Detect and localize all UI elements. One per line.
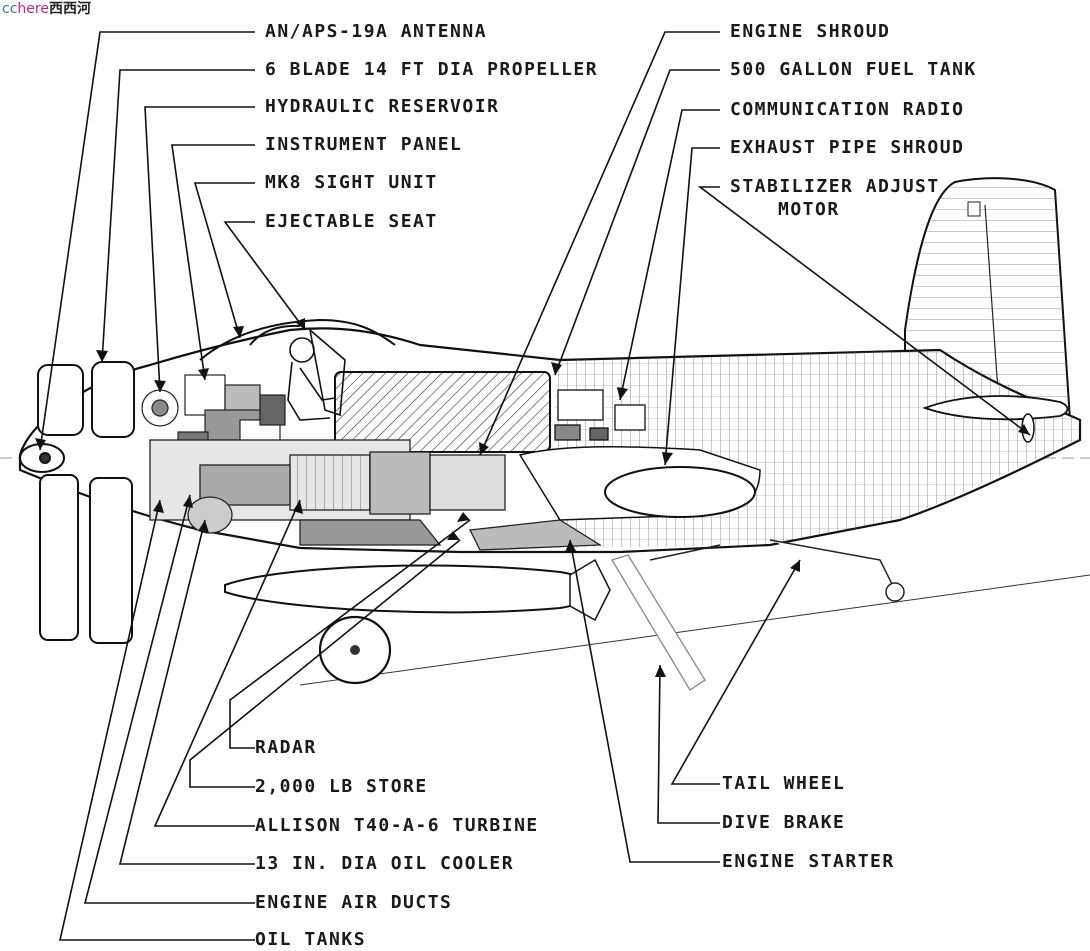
label-store: 2,000 LB STORE bbox=[255, 776, 428, 797]
label-dive-brake: DIVE BRAKE bbox=[722, 812, 846, 833]
label-communication-radio: COMMUNICATION RADIO bbox=[730, 99, 965, 120]
watermark-part2: here bbox=[17, 1, 49, 17]
label-antenna: AN/APS-19A ANTENNA bbox=[265, 21, 488, 42]
cockpit-equipment bbox=[141, 374, 286, 458]
fuel-tank bbox=[334, 371, 551, 453]
propeller bbox=[19, 361, 135, 644]
label-engine-air-ducts: ENGINE AIR DUCTS bbox=[255, 892, 453, 913]
label-stabilizer-motor: MOTOR bbox=[778, 199, 840, 220]
label-engine-starter: ENGINE STARTER bbox=[722, 851, 895, 872]
radio-equipment bbox=[554, 389, 646, 441]
label-instrument-panel: INSTRUMENT PANEL bbox=[265, 134, 463, 155]
leader-lines bbox=[39, 31, 1031, 941]
watermark-part1: cc bbox=[2, 1, 18, 17]
label-fuel-tank: 500 GALLON FUEL TANK bbox=[730, 59, 977, 80]
label-radar: RADAR bbox=[255, 737, 317, 758]
turbine-section bbox=[149, 439, 603, 551]
label-tail-wheel: TAIL WHEEL bbox=[722, 773, 846, 794]
exhaust-pipe bbox=[518, 445, 761, 521]
label-exhaust-pipe-shroud: EXHAUST PIPE SHROUD bbox=[730, 137, 965, 158]
watermark: cchere西西河 bbox=[2, 1, 91, 17]
label-sight-unit: MK8 SIGHT UNIT bbox=[265, 172, 438, 193]
main-wheel bbox=[318, 615, 392, 685]
label-stabilizer-adjust: STABILIZER ADJUST bbox=[730, 176, 940, 197]
dive-brake-panel bbox=[611, 554, 706, 691]
label-oil-tanks: OIL TANKS bbox=[255, 929, 367, 950]
canopy bbox=[199, 318, 396, 361]
pilot-figure bbox=[287, 327, 346, 421]
label-propeller: 6 BLADE 14 FT DIA PROPELLER bbox=[265, 59, 599, 80]
label-hydraulic-reservoir: HYDRAULIC RESERVOIR bbox=[265, 96, 500, 117]
tail-wheel-gear bbox=[649, 539, 905, 602]
watermark-part3: 西西河 bbox=[48, 1, 91, 17]
store-bomb bbox=[224, 558, 611, 622]
label-oil-cooler: 13 IN. DIA OIL COOLER bbox=[255, 853, 515, 874]
label-ejectable-seat: EJECTABLE SEAT bbox=[265, 211, 438, 232]
label-engine-shroud: ENGINE SHROUD bbox=[730, 21, 891, 42]
label-turbine: ALLISON T40-A-6 TURBINE bbox=[255, 815, 539, 836]
leader-arrows bbox=[35, 318, 1030, 677]
